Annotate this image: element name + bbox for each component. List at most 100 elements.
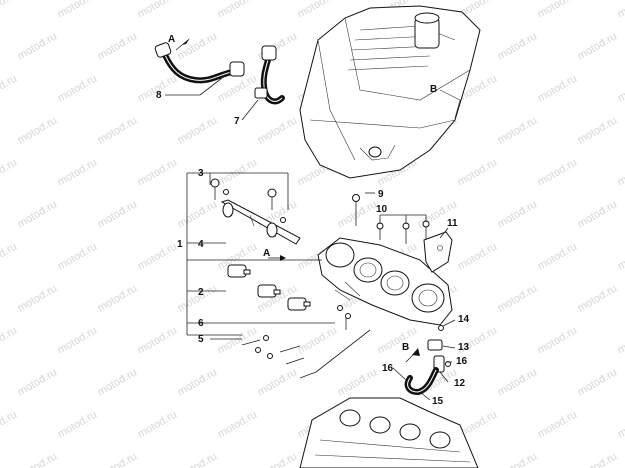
watermark-text: motod.ru [576,366,620,398]
watermark-text: motod.ru [256,114,300,146]
callout-5: 5 [198,334,204,345]
watermark-text: motod.ru [16,198,60,230]
callout-6: 6 [198,318,204,329]
watermark-text: motod.ru [336,198,380,230]
watermark-text: motod.ru [496,366,540,398]
watermark-text: motod.ru [56,240,100,272]
watermark-text: motod.ru [96,282,140,314]
watermark-text: motod.ru [536,324,580,356]
watermark-text: motod.ru [216,0,260,21]
watermark-text: motod.ru [216,324,260,356]
watermark-text: motod.ru [136,324,180,356]
watermark-text: motod.ru [96,366,140,398]
watermark-text: motod.ru [496,30,540,62]
watermark-text: motod.ru [136,0,180,21]
watermark-text: motod.ru [0,324,19,356]
fuel-rail-part-4 [220,199,301,245]
watermark-text: motod.ru [16,30,60,62]
hose-part-15 [404,367,439,396]
callout-2: 2 [198,287,204,298]
watermark-text: motod.ru [576,282,620,314]
callout-4: 4 [198,239,204,250]
watermark-text: motod.ru [296,324,340,356]
watermark-text: motod.ru [16,114,60,146]
watermark-text: motod.ru [56,324,100,356]
watermark-text: motod.ru [0,72,19,104]
watermark-text: motod.ru [576,198,620,230]
watermark-text: motod.ru [136,240,180,272]
watermark-text: motod.ru [96,198,140,230]
callout-10: 10 [376,204,388,215]
ref-label-a-top: A [168,34,175,45]
watermark-text: motod.ru [256,366,300,398]
watermark-text: motod.ru [576,114,620,146]
bracket-part-11 [423,231,453,273]
watermark-text: motod.ru [536,240,580,272]
watermark-text: motod.ru [176,450,220,468]
bolt-part-9 [352,194,360,226]
watermark-text: motod.ru [616,72,625,104]
watermark-text: motod.ru [536,0,580,21]
callout-1: 1 [177,239,183,250]
watermark-text: motod.ru [616,408,625,440]
watermark-text: motod.ru [0,240,19,272]
hose-part-8 [154,42,245,84]
watermark-text: motod.ru [0,0,19,21]
reference-arrows [175,38,420,363]
watermark-text: motod.ru [16,450,60,468]
watermark-text: motod.ru [56,0,100,21]
watermark-text: motod.ru [616,240,625,272]
callout-9: 9 [378,189,384,200]
watermark-text: motod.ru [56,72,100,104]
watermark-text: motod.ru [96,450,140,468]
throttle-body-assembly [317,237,453,326]
watermark-text: motod.ru [256,450,300,468]
bolt-group-3 [210,178,286,223]
watermark-text: motod.ru [616,324,625,356]
watermark-text: motod.ru [496,198,540,230]
watermark-text: motod.ru [16,366,60,398]
watermark-text: motod.ru [136,156,180,188]
callout-12: 12 [454,378,466,389]
watermark-text: motod.ru [536,156,580,188]
watermark-text: motod.ru [176,30,220,62]
injector-group-2 [227,264,311,311]
watermark-text: motod.ru [576,30,620,62]
hardware-group-5 [241,305,351,379]
callout-labels: 1 2 3 4 5 6 7 8 9 10 11 12 13 14 15 16 1… [156,34,470,407]
watermark-text: motod.ru [496,114,540,146]
hose-part-7 [254,45,285,105]
watermark-text: motod.ru [536,408,580,440]
watermark-text: motod.ru [616,156,625,188]
airbox-assembly [299,5,481,179]
watermark-text: motod.ru [376,324,420,356]
watermark-text: motod.ru [616,0,625,21]
watermark-text: motod.ru [176,114,220,146]
callout-7: 7 [234,116,240,127]
watermark-text: motod.ru [96,114,140,146]
watermark-text: motod.ru [336,366,380,398]
watermark-text: motod.ru [176,366,220,398]
callout-14: 14 [458,314,470,325]
watermark-text: motod.ru [16,282,60,314]
ref-label-a-mid: A [263,248,270,259]
watermark-text: motod.ru [456,156,500,188]
watermark-text: motod.ru [536,72,580,104]
callout-3: 3 [198,168,204,179]
watermark-text: motod.ru [216,156,260,188]
engine-block [299,397,479,468]
callout-13: 13 [458,342,470,353]
callout-16-right: 16 [456,356,468,367]
watermark-text: motod.ru [576,450,620,468]
watermark-text: motod.ru [176,198,220,230]
callout-15: 15 [432,396,444,407]
watermark-text: motod.ru [496,450,540,468]
watermark-text: motod.ru [496,282,540,314]
watermark-text: motod.ru [456,240,500,272]
leader-lines [165,77,456,401]
ref-label-b-mid: B [402,342,409,353]
watermark-text: motod.ru [96,30,140,62]
callout-8: 8 [156,90,162,101]
watermark-text: motod.ru [0,408,19,440]
